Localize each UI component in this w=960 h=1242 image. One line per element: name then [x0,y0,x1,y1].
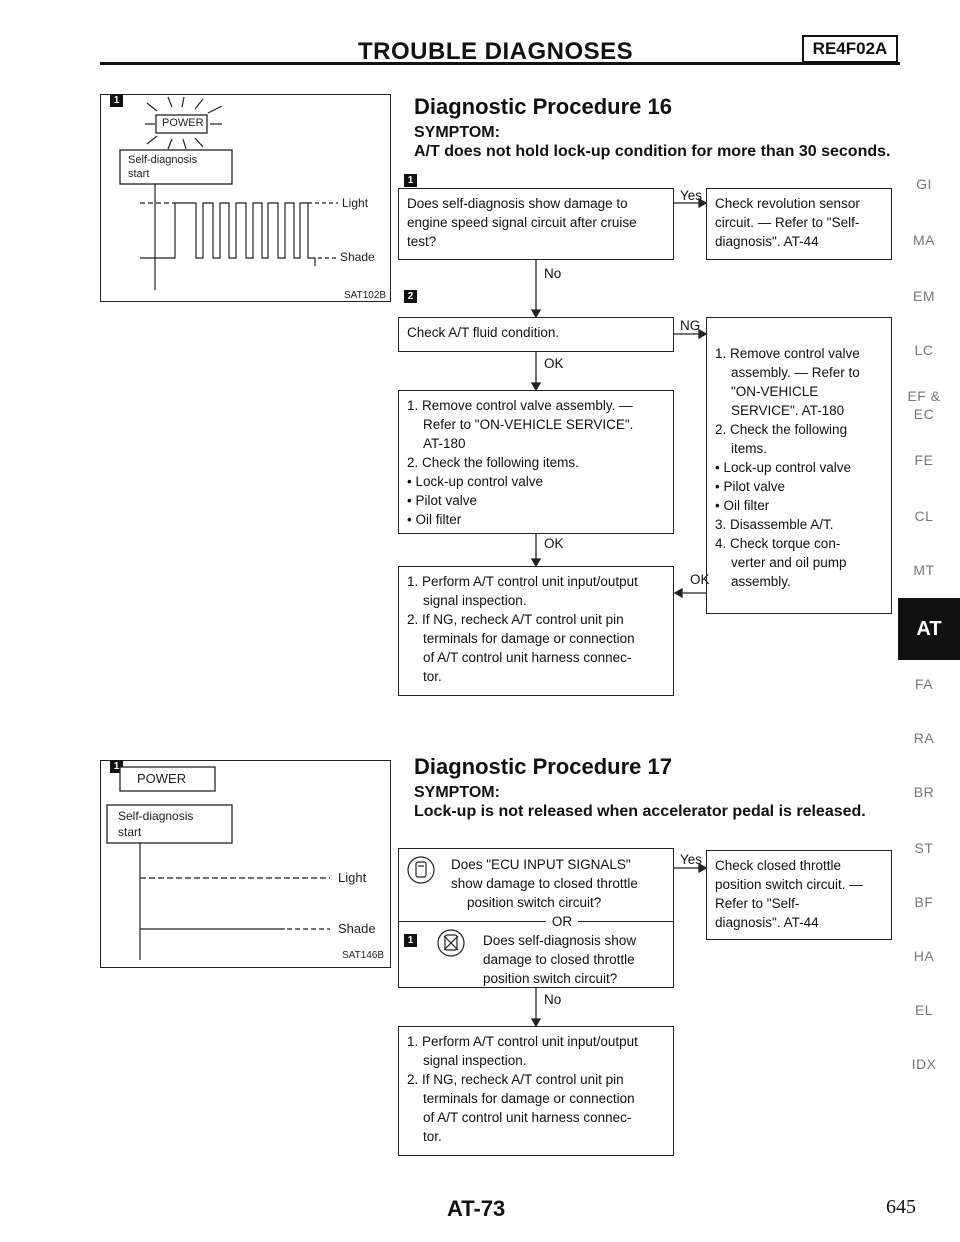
sidebar-item-ma[interactable]: MA [913,232,935,248]
proc16-marker-2: 2 [404,290,417,303]
figure-2-code: SAT146B [342,950,385,961]
page-title: TROUBLE DIAGNOSES [358,38,634,65]
proc16-title: Diagnostic Procedure 16 [414,94,672,119]
proc17-no-label: No [544,992,562,1007]
figure-2-light-label: Light [338,870,367,885]
proc16-ok-label-1: OK [544,356,564,371]
proc16-no-label: No [544,266,562,281]
sidebar-item-gi[interactable]: GI [916,176,932,192]
proc16-symptom-label: SYMPTOM: [414,124,500,141]
proc17-marker-1: 1 [404,934,417,947]
proc16-yes-label: Yes [680,188,703,203]
proc16-ng-label: NG [680,318,701,333]
sidebar-item-ha[interactable]: HA [913,948,935,964]
proc17-symptom-label: SYMPTOM: [414,784,500,801]
proc16-remove-valve-box-right: 1. Remove control valve assembly. — Refe… [706,317,892,614]
figure-1-shade-label: Shade [340,250,375,264]
page-header: TROUBLE DIAGNOSES RE4F02A [0,30,960,70]
sidebar-item-el[interactable]: EL [914,1002,934,1018]
selfdiag-icon [437,929,465,957]
sidebar-item-fe[interactable]: FE [914,452,934,468]
proc17-yes-label: Yes [680,852,703,867]
sidebar-item-cl[interactable]: CL [914,508,934,524]
page-number: 645 [886,1196,916,1218]
sidebar-item-em[interactable]: EM [913,288,935,304]
figure-2-shade-label: Shade [338,921,376,936]
proc17-or-label: OR [545,914,579,929]
figure-1-selfdiag-2: start [128,168,150,180]
sidebar-item-ec[interactable]: EC [913,406,935,422]
sidebar-item-br[interactable]: BR [913,784,935,800]
sidebar-item-ef[interactable]: EF & [907,388,941,404]
proc17-symptom: Lock-up is not released when accelerator… [414,803,866,820]
figure-1-power-label: POWER [162,117,204,129]
page-code: AT-73 [447,1196,506,1221]
proc17-perform-inspection-box: 1. Perform A/T control unit input/output… [398,1026,674,1156]
sidebar-item-at-active[interactable]: AT [898,598,960,660]
figure-1-code: SAT102B [344,290,387,301]
figure-1-selfdiag-1: Self-diagnosis [128,154,198,166]
sidebar-item-idx[interactable]: IDX [911,1056,937,1072]
sidebar-item-ra[interactable]: RA [913,730,935,746]
sidebar-item-bf[interactable]: BF [914,894,934,910]
marker-figure-1: 1 [110,94,123,107]
proc17-title: Diagnostic Procedure 17 [414,754,672,779]
figure-2-selfdiag-2: start [118,825,142,839]
sidebar-item-st[interactable]: ST [914,840,934,856]
figure-1-light-label: Light [342,196,369,210]
proc16-remove-valve-box: 1. Remove control valve assembly. — Refe… [398,390,674,534]
figure-2-power-label: POWER [137,771,187,786]
proc16-marker-1: 1 [404,174,417,187]
proc16-ok-label-2: OK [544,536,564,551]
sidebar-item-fa[interactable]: FA [914,676,934,692]
consult-icon [407,856,435,884]
figure-self-diagnosis-1 [100,94,391,302]
header-rule [100,62,900,65]
proc16-perform-inspection-box: 1. Perform A/T control unit input/output… [398,566,674,696]
figure-2-selfdiag-1: Self-diagnosis [118,809,194,823]
proc17-question-box: Does "ECU INPUT SIGNALS" show damage to … [398,848,674,988]
sidebar-item-mt[interactable]: MT [913,562,935,578]
proc16-fluid-box: Check A/T fluid condition. [398,317,674,352]
proc16-symptom: A/T does not hold lock-up condition for … [414,143,891,160]
figure-self-diagnosis-2 [100,760,391,968]
proc16-ok-label-3: OK [690,572,710,587]
sidebar-item-lc[interactable]: LC [914,342,934,358]
